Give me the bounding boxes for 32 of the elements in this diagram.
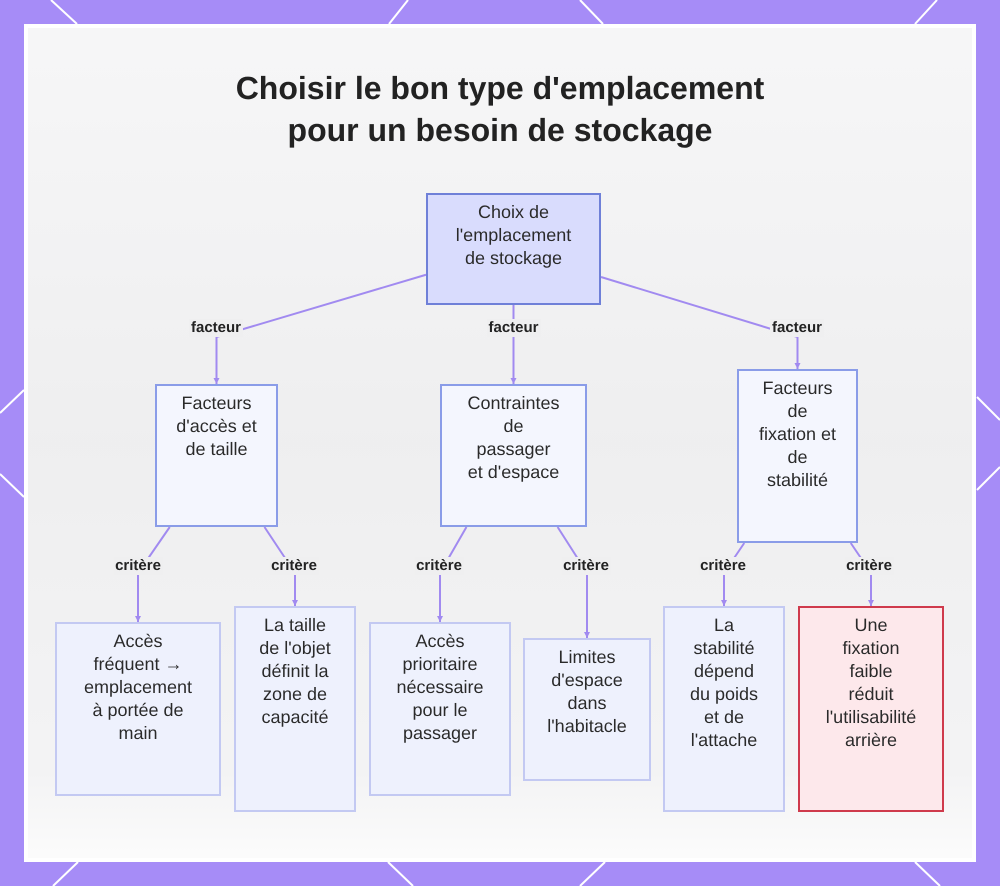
title: Choisir le bon type d'emplacement pour un besoin de stockage bbox=[234, 69, 766, 150]
edge-label: critère bbox=[561, 557, 611, 575]
criterion-box bbox=[234, 606, 356, 812]
edge-label: critère bbox=[113, 557, 163, 575]
node-label: Une fixation faible réduit l'utilisabilité arrière bbox=[825, 614, 917, 752]
node-label: Facteurs de fixation et de stabilité bbox=[758, 377, 838, 492]
category-box bbox=[440, 384, 587, 527]
node-label: Choix de l'emplacement de stockage bbox=[454, 201, 572, 270]
node-label: Accès prioritaire nécessaire pour le passager bbox=[395, 630, 485, 745]
node-label: La taille de l'objet définit la zone de capacité bbox=[258, 614, 332, 729]
node-label: Facteurs d'accès et de taille bbox=[175, 392, 258, 461]
connector-line bbox=[600, 276, 800, 369]
edge-label: critère bbox=[414, 557, 464, 575]
highlighted-criterion-box bbox=[798, 606, 944, 812]
node-label: Limites d'espace dans l'habitacle bbox=[546, 646, 628, 738]
node-label: La stabilité dépend du poids et de l'attache bbox=[688, 614, 760, 752]
node-label: Accès fréquent → emplacement à portée de main bbox=[82, 630, 194, 745]
edge-label: critère bbox=[269, 557, 319, 575]
edge-label: facteur bbox=[770, 319, 824, 337]
criterion-box bbox=[369, 622, 511, 796]
category-box bbox=[155, 384, 278, 527]
node-label: Contraintes de passager et d'espace bbox=[467, 392, 560, 484]
root-box bbox=[426, 193, 601, 305]
criterion-box bbox=[55, 622, 221, 796]
category-box bbox=[737, 369, 858, 543]
criterion-box bbox=[663, 606, 785, 812]
edge-label: facteur bbox=[486, 319, 541, 337]
criterion-box bbox=[523, 638, 651, 781]
edge-label: critère bbox=[844, 557, 894, 575]
connector-line bbox=[214, 274, 426, 384]
edge-label: facteur bbox=[188, 319, 244, 337]
edge-label: critère bbox=[698, 557, 748, 575]
